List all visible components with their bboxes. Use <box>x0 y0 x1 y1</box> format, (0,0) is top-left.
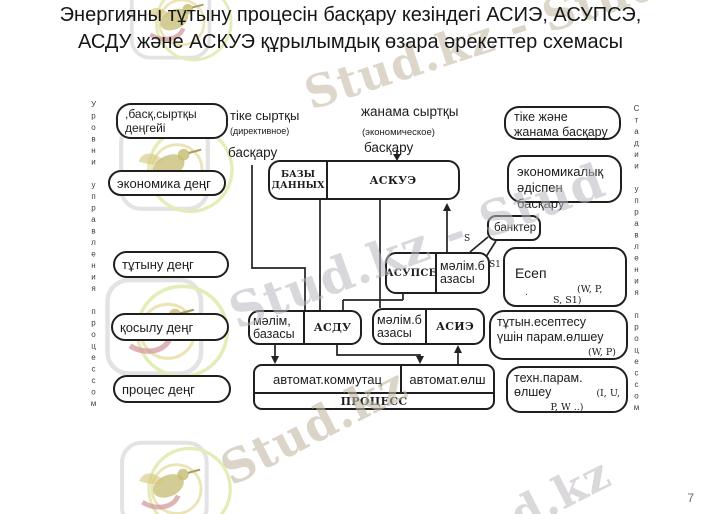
stage-box-economic-method: экономикалық әдіспен басқару <box>507 155 622 211</box>
measure1-params: (W, P) <box>588 347 616 358</box>
stage2-line2: әдіспен басқару <box>517 180 565 211</box>
measure2-params-line1: (I, U, <box>596 388 620 399</box>
process-label: ПРОЦЕСС <box>340 394 408 408</box>
stage-box-direct-indirect: тіке және жанама басқару <box>504 106 621 140</box>
asupse-db-line2: азасы <box>440 272 475 286</box>
indirect-control-sublabel: (экономическое) <box>362 127 435 138</box>
stage1-line2: жанама басқару <box>514 125 608 139</box>
direct-control-label2: басқару <box>228 145 278 160</box>
stud-kz-bird-logo-icon <box>129 0 233 62</box>
level-box-management-external: ,басқ,сыртқы деңгейі <box>116 103 228 139</box>
account-title: Есеп <box>515 265 547 281</box>
box-asie: мәлім.б азасы АСИЭ <box>372 308 485 345</box>
signal-label-s: S <box>464 234 471 244</box>
stud-kz-bird-logo-icon <box>120 440 232 514</box>
box-process: автомат.коммутац автомат.өлш ПРОЦЕСС <box>253 364 495 410</box>
page-number: 7 <box>687 491 694 505</box>
box-consumption-measure: тұтын.есептесу үшін парам.өлшеу (W, P) <box>489 310 628 360</box>
askue-db-line1: БАЗЫ <box>280 169 316 180</box>
measure1-line2: үшін парам.өлшеу <box>497 330 604 344</box>
measure2-params-line2: P, W ..) <box>550 402 584 413</box>
box-banks: банктер <box>487 215 541 241</box>
asie-db-line1: мәлім.б <box>377 312 422 327</box>
signal-label-s1: S1 <box>489 260 501 270</box>
asdu-db-line2: базасы <box>253 326 295 341</box>
level-box-consumption: тұтыну деңг <box>113 251 229 278</box>
asie-name: АСИЭ <box>435 320 475 333</box>
stage2-line1: экономикалық <box>517 164 604 179</box>
level-box-process: процес деңг <box>113 375 231 403</box>
askue-name: АСКУЭ <box>369 173 417 187</box>
measure1-line1: тұтын.есептесу <box>497 315 587 329</box>
asdu-db-line1: мәлім, <box>253 313 291 328</box>
level-box-connection: қосылу деңг <box>111 313 229 341</box>
direct-control-sublabel: (директивное) <box>230 126 290 136</box>
asupse-db-line1: мәлім.б <box>440 259 485 273</box>
left-axis-label: Уровни управления процессом <box>89 100 98 411</box>
level-box-management-external-line1: ,басқ,сыртқы <box>125 107 197 121</box>
indirect-control-label2: басқару <box>364 140 414 155</box>
box-asupse: АСУПСЕ мәлім.б азасы <box>385 252 490 294</box>
asdu-database-cell: мәлім, базасы <box>250 312 305 343</box>
right-axis-label: Стадии управления процессом <box>632 104 641 415</box>
process-commutation-cell: автомат.коммутац <box>255 366 402 392</box>
measure2-line1: техн.парам. <box>514 371 583 385</box>
asupse-name: АСУПСЕ <box>387 254 437 292</box>
slide-title-line1: Энергияны тұтыну процесін басқару кезінд… <box>59 4 642 26</box>
askue-database-cell: БАЗЫ ДАННЫХ <box>270 162 328 198</box>
asie-database-cell: мәлім.б азасы <box>374 310 427 343</box>
measure2-line2: өлшеу <box>514 385 552 399</box>
box-technical-measure: техн.парам. өлшеу (I, U, P, W ..) <box>506 366 628 413</box>
level-box-economy: экономика деңг <box>108 170 226 196</box>
slide-title: Энергияны тұтыну процесін басқару кезінд… <box>0 2 701 56</box>
indirect-control-label: жанама сыртқы <box>361 104 459 119</box>
level-box-management-external-line2: деңгейі <box>125 121 166 135</box>
box-asdu: мәлім, базасы АСДУ <box>248 310 362 345</box>
stage1-line1: тіке және <box>514 110 568 124</box>
account-dot: . <box>525 287 528 298</box>
box-askue: БАЗЫ ДАННЫХ АСКУЭ <box>268 160 460 200</box>
asie-db-line2: азасы <box>377 325 412 340</box>
account-params-line2: S, S1) <box>553 295 582 306</box>
asdu-name: АСДУ <box>313 321 352 334</box>
askue-db-line2: ДАННЫХ <box>271 180 325 191</box>
slide-title-line2: АСДУ және АСКУЭ құрылымдық өзара әрекетт… <box>77 31 624 53</box>
account-params-line1: (W, P, <box>577 284 603 295</box>
direct-control-label: тіке сыртқы <box>230 108 300 123</box>
asupse-database-cell: мәлім.б азасы <box>437 254 488 292</box>
process-measure-cell: автомат.өлш <box>409 371 486 387</box>
box-account: Есеп . (W, P, S, S1) <box>503 247 627 307</box>
